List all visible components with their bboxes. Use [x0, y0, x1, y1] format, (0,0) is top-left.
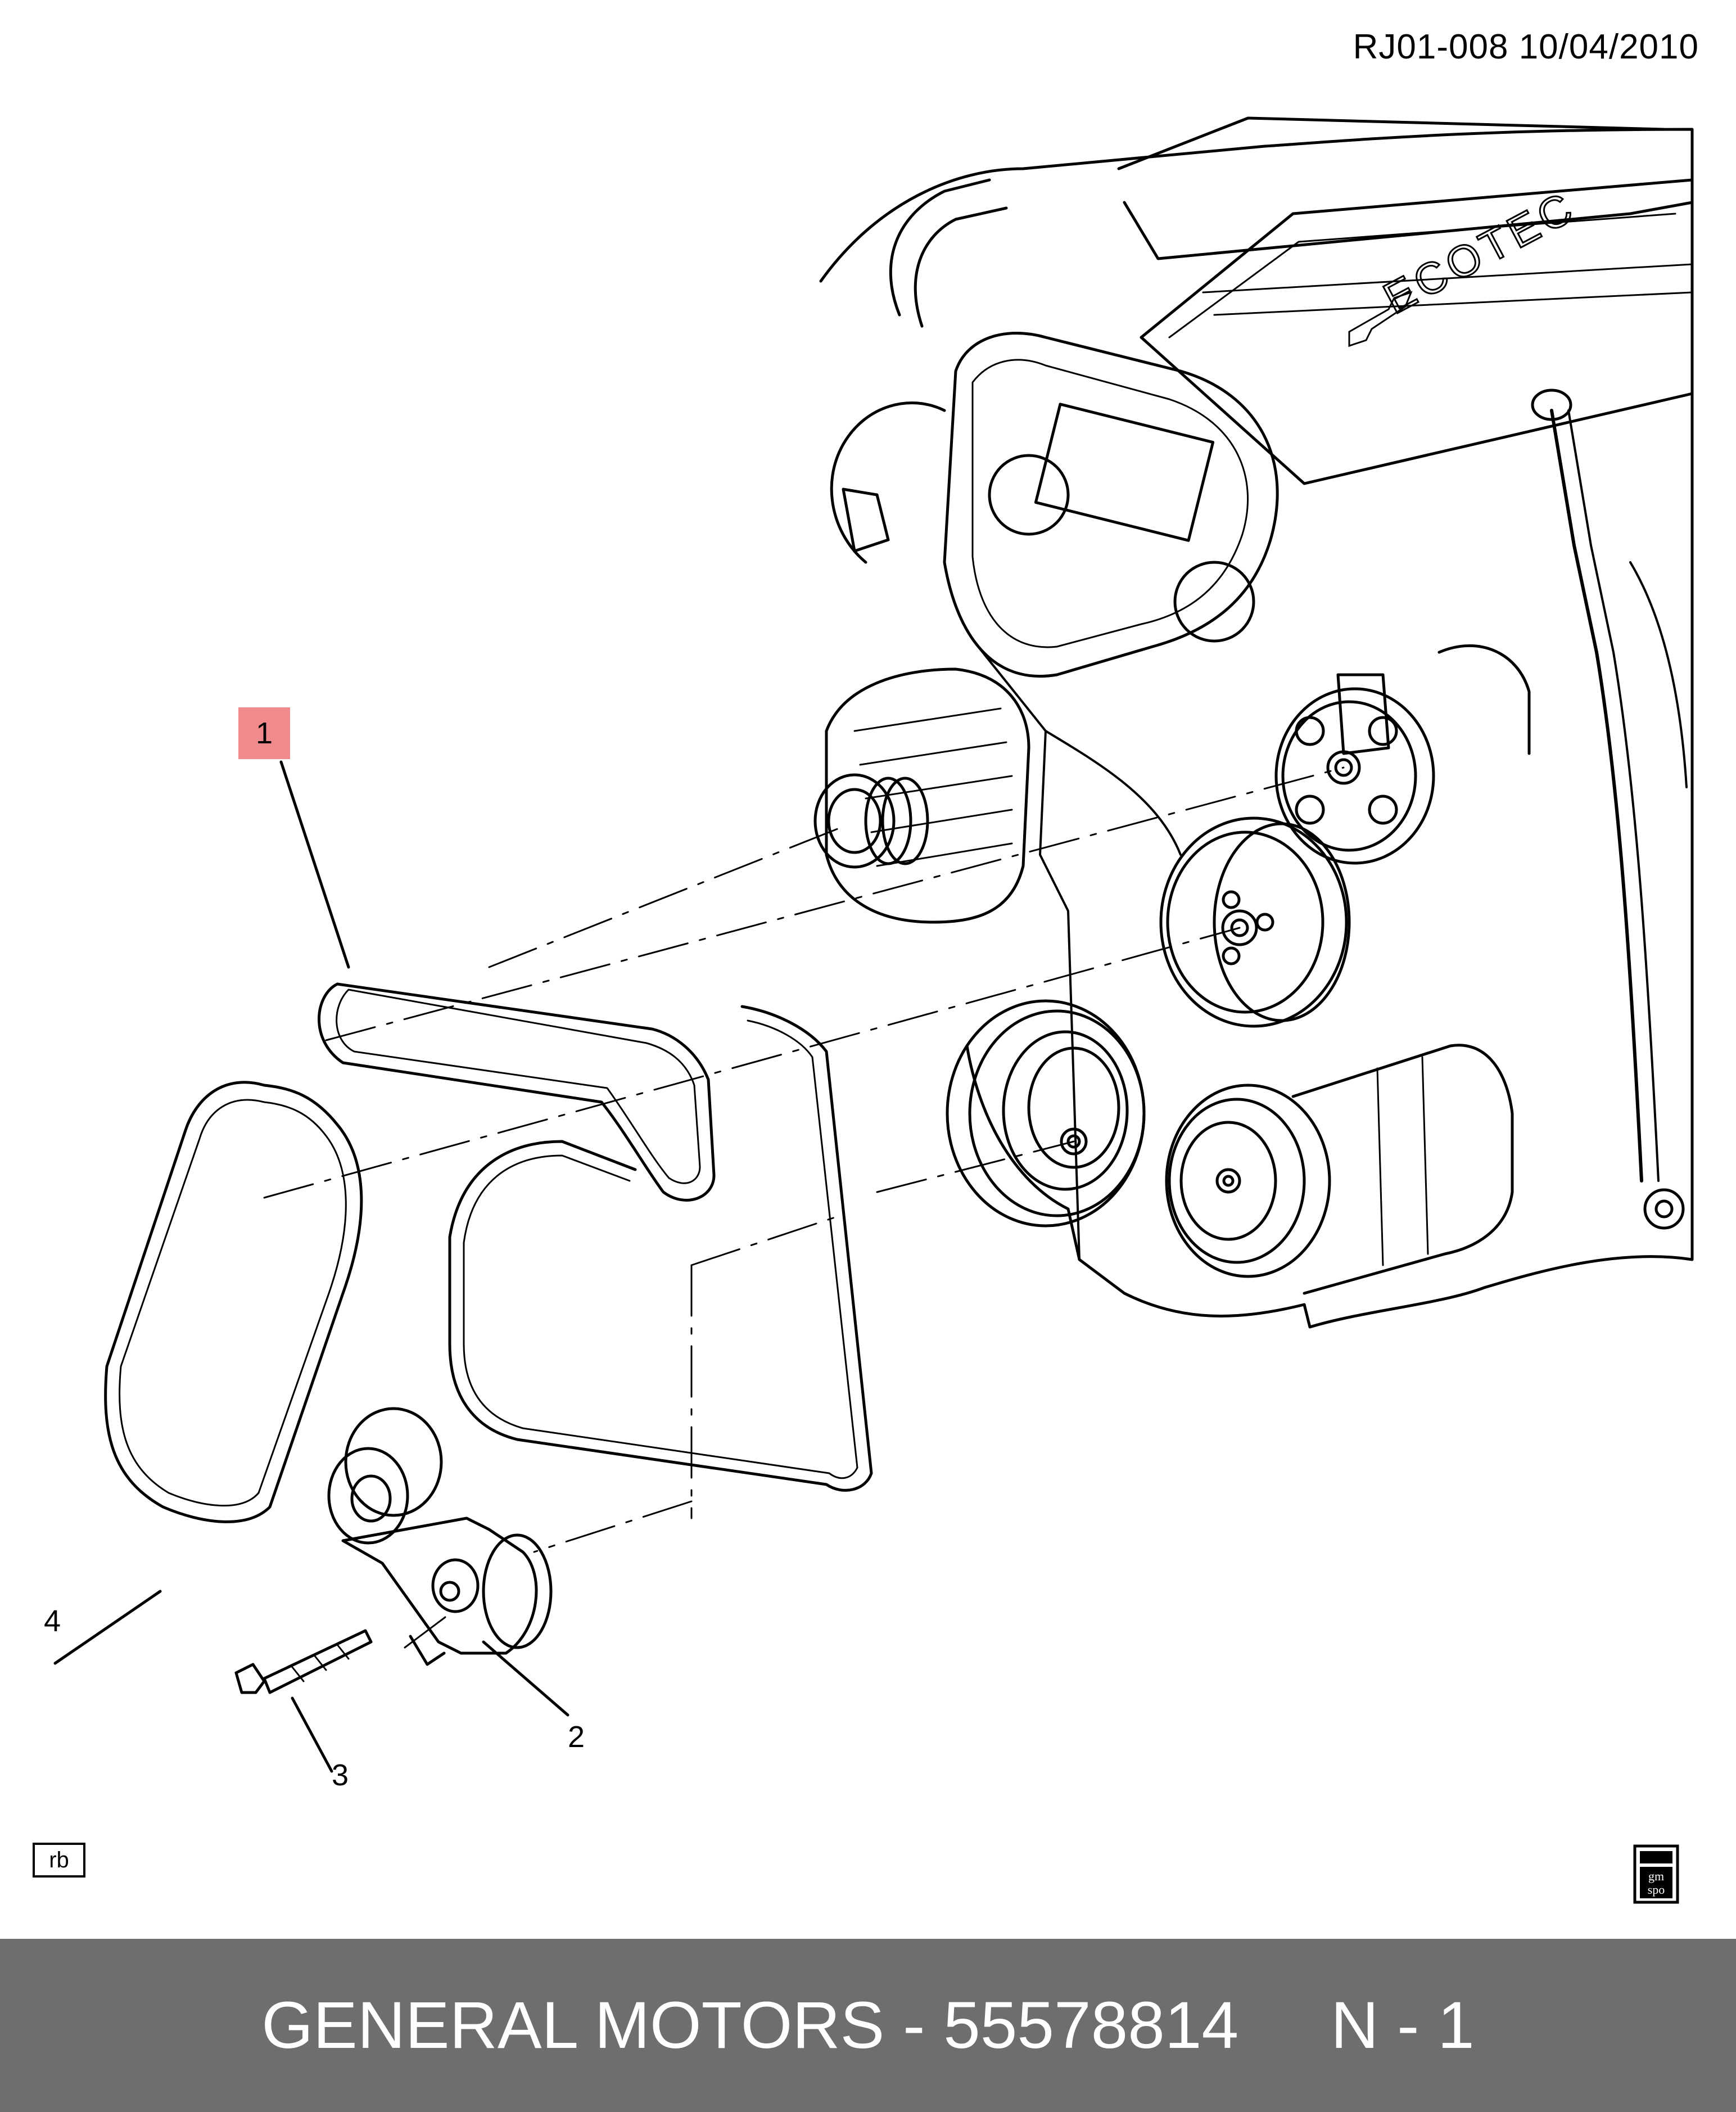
svg-text:spo: spo	[1648, 1883, 1665, 1897]
belt-tensioner-item-2	[327, 1407, 553, 1666]
engine-assembly	[819, 116, 1694, 1329]
callout-4: 4	[44, 1604, 61, 1638]
accessory-drive-belt-diagram: ECOTEC	[53, 116, 1694, 1773]
crankshaft-pulley	[946, 999, 1146, 1228]
rb-label-box: rb	[33, 1843, 85, 1878]
drive-belt-item-1	[318, 982, 873, 1492]
water-pump-pulley	[1159, 816, 1351, 1028]
chevrolet-bowtie-icon	[1348, 291, 1413, 348]
assembly-centerlines	[263, 766, 1345, 1649]
svg-text:gm: gm	[1648, 1869, 1664, 1883]
footer-part-text: GENERAL MOTORS - 55578814 N - 1	[261, 1988, 1475, 2063]
callout-2: 2	[568, 1720, 585, 1754]
power-steering-pulley	[1274, 687, 1435, 865]
bolt-item-3	[234, 1629, 373, 1694]
belt-item-4	[104, 1081, 363, 1523]
alternator	[813, 667, 1030, 924]
callout-leaders	[53, 760, 569, 1773]
gm-spo-logo-icon: gm spo	[1633, 1844, 1679, 1904]
callout-1: 1	[238, 707, 290, 759]
callout-3: 3	[332, 1758, 349, 1792]
footer-bar: GENERAL MOTORS - 55578814 N - 1	[0, 1939, 1736, 2112]
drawing-reference-code: RJ01-008 10/04/2010	[1353, 28, 1699, 66]
ac-compressor	[1165, 1044, 1514, 1295]
